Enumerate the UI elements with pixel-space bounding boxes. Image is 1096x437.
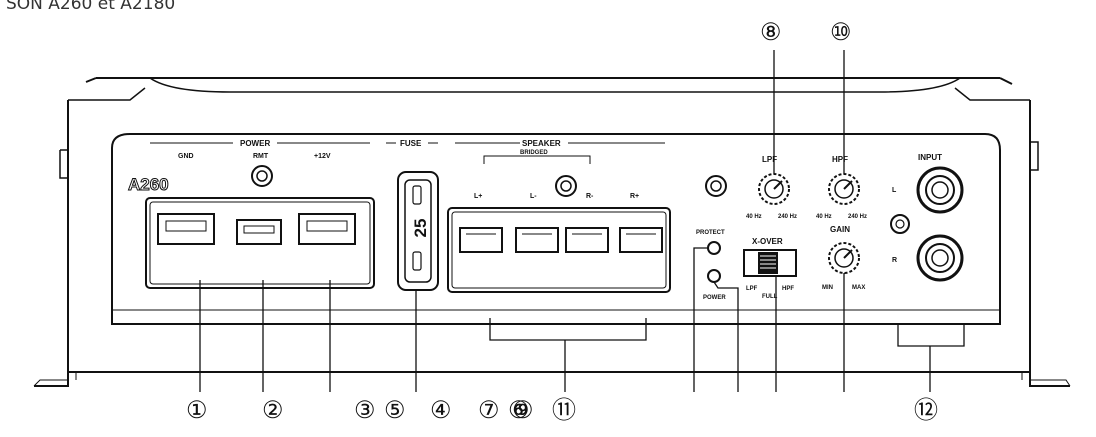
chassis-outline [33, 77, 1071, 387]
hpf-min-label: 40 Hz [816, 214, 832, 220]
protect-led-label: PROTECT [696, 230, 725, 236]
speaker-terminal-label: L+ [474, 193, 482, 200]
power-terminal-block [145, 197, 375, 289]
input-right-label: R [892, 257, 897, 264]
callout-number: ⑪ [552, 396, 576, 424]
speaker-center-screw-icon [555, 175, 577, 197]
xover-switch-body [743, 249, 797, 277]
protect-led [707, 241, 721, 255]
speaker-terminal-label: L- [530, 193, 537, 200]
speaker-terminal [565, 227, 609, 253]
rmt-label: RMT [253, 153, 269, 160]
callout-number: ⑦ [478, 396, 500, 424]
callout-numbers: ① ② ③ ⑤ ④ ⑦ ⑥ ⑨ ⑪ ⑫ ⑧ ⑩ [186, 18, 938, 424]
xover-slider [758, 252, 778, 274]
bridged-label: BRIDGED [520, 150, 548, 156]
speaker-terminal-block [447, 207, 671, 293]
callout-number: ⑨ [512, 396, 534, 424]
status-leds: PROTECT POWER [696, 175, 727, 301]
hpf-max-label: 240 Hz [848, 214, 867, 220]
lpf-max-label: 240 Hz [778, 214, 797, 220]
speaker-section: SPEAKER BRIDGED L+ L- R- R+ [447, 139, 671, 293]
gain-min-label: MIN [822, 285, 833, 291]
power-title: POWER [240, 139, 270, 148]
input-section: INPUT L R [890, 153, 964, 282]
power-led [707, 269, 721, 283]
hpf-control: HPF 40 Hz 240 Hz [816, 155, 867, 220]
lpf-min-label: 40 Hz [746, 214, 762, 220]
rca-input-left [916, 166, 964, 214]
rca-input-right [916, 234, 964, 282]
panel-screw-icon [705, 175, 727, 197]
speaker-terminal-label: R+ [630, 193, 639, 200]
speaker-terminal [459, 227, 503, 253]
xover-hpf-label: HPF [782, 286, 794, 292]
gain-title: GAIN [830, 225, 850, 234]
fuse-section: FUSE 25 [386, 139, 439, 291]
rmt-terminal [236, 219, 282, 245]
callout-number: ⑩ [830, 18, 852, 46]
xover-switch: X-OVER LPF FULL HPF [743, 237, 797, 300]
power-section: POWER GND RMT +12V [145, 139, 375, 289]
callout-number: ⑤ [384, 396, 406, 424]
fuse-title: FUSE [400, 139, 422, 148]
callout-number: ⑫ [914, 396, 938, 424]
xover-title: X-OVER [752, 237, 783, 246]
gain-control: GAIN MIN MAX [822, 225, 865, 291]
hpf-title: HPF [832, 155, 848, 164]
callout-number: ② [262, 396, 284, 424]
callout-number: ① [186, 396, 208, 424]
gnd-label: GND [178, 153, 194, 160]
fuse-holder [397, 171, 439, 291]
lpf-title: LPF [762, 155, 777, 164]
callout-number: ⑥ [508, 396, 530, 424]
plus12-terminal [298, 213, 356, 245]
xover-lpf-label: LPF [746, 286, 758, 292]
callout-number: ③ [354, 396, 376, 424]
plus12-label: +12V [314, 153, 331, 160]
input-title: INPUT [918, 153, 942, 162]
xover-full-label: FULL [762, 294, 778, 300]
callout-number: ④ [430, 396, 452, 424]
power-led-label: POWER [703, 295, 726, 301]
lpf-control: LPF 40 Hz 240 Hz [746, 155, 797, 220]
speaker-title: SPEAKER [522, 139, 561, 148]
speaker-terminal [619, 227, 663, 253]
callout-number: ⑧ [760, 18, 782, 46]
gain-knob [828, 242, 860, 274]
callout-leaders [199, 50, 965, 392]
gnd-terminal [157, 213, 215, 245]
figure-caption: SON A260 et A2180 [6, 0, 176, 14]
input-screw-icon [890, 214, 910, 234]
model-label: A260 [128, 175, 169, 194]
input-left-label: L [892, 187, 897, 194]
remote-terminal-icon [251, 165, 273, 187]
speaker-terminal-label: R- [586, 193, 594, 200]
speaker-terminal [515, 227, 559, 253]
fuse-value: 25 [411, 219, 430, 238]
gain-max-label: MAX [852, 285, 865, 291]
